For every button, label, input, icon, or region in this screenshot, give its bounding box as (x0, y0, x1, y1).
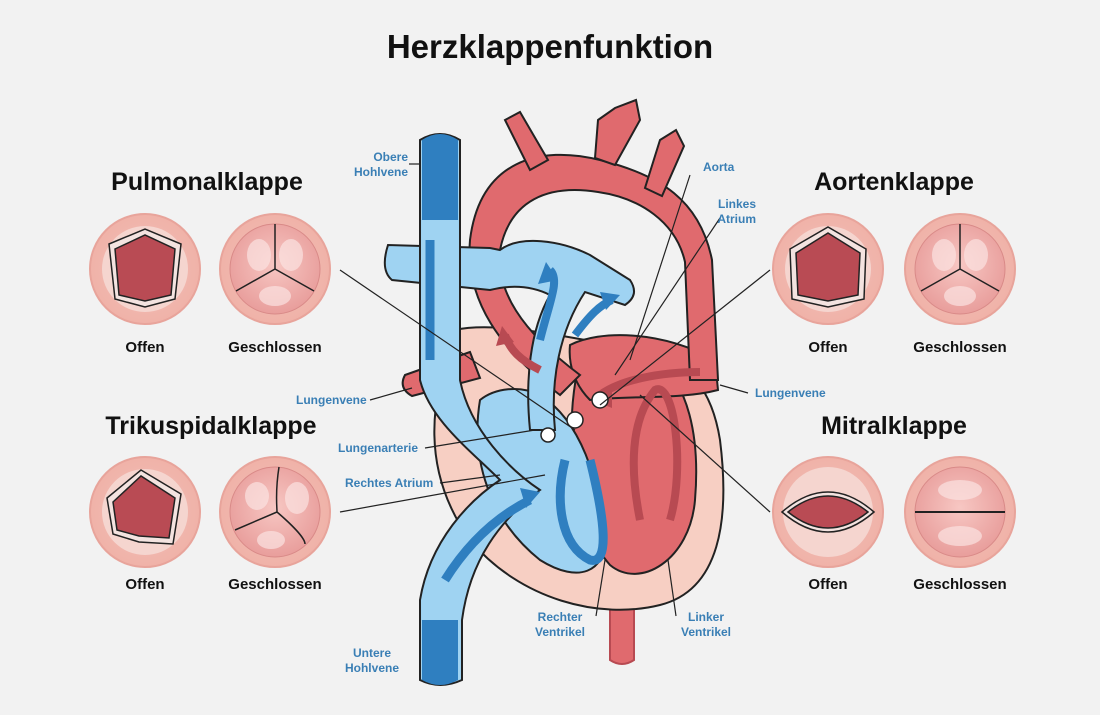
mitral-closed-valve (904, 456, 1016, 568)
label-obere-hohlvene: Obere Hohlvene (348, 150, 408, 180)
trikuspidal-closed-valve (219, 456, 331, 568)
aortenklappe-heading: Aortenklappe (814, 168, 974, 196)
heart-illustration (383, 98, 725, 686)
pulmonal-closed-caption: Geschlossen (228, 339, 322, 356)
label-linkes-atrium-line1: Linkes (717, 197, 756, 211)
trikuspidal-open-caption: Offen (125, 576, 165, 593)
mitral-open-caption: Offen (808, 576, 848, 593)
label-linker-ventrikel-line2: Ventrikel (680, 625, 732, 639)
label-linkes-atrium-line2: Atrium (717, 212, 756, 226)
mitralklappe-heading: Mitralklappe (821, 412, 967, 440)
leader-lines (339, 163, 771, 617)
label-linkes-atrium: Linkes Atrium (716, 197, 756, 227)
aorten-closed-caption: Geschlossen (913, 339, 1007, 356)
label-untere-hohlvene-line2: Hohlvene (344, 661, 399, 675)
label-obere-hohlvene-line1: Obere (373, 150, 408, 164)
pulmonalklappe-heading: Pulmonalklappe (111, 168, 303, 196)
label-rechter-ventrikel-line2: Ventrikel (534, 625, 586, 639)
trikuspidal-closed-caption: Geschlossen (228, 576, 322, 593)
mitral-closed-caption: Geschlossen (913, 576, 1007, 593)
page-title: Herzklappenfunktion (386, 28, 714, 65)
label-obere-hohlvene-line2: Hohlvene (353, 165, 408, 179)
pulmonal-open-valve (89, 213, 201, 325)
aorten-open-caption: Offen (808, 339, 848, 356)
mitral-open-valve (772, 456, 884, 568)
label-lungenvene-left: Lungenvene (296, 393, 367, 407)
label-linker-ventrikel: Linker Ventrikel (676, 610, 736, 640)
label-aorta: Aorta (703, 160, 735, 174)
pulmonal-open-caption: Offen (125, 339, 165, 356)
label-lungenarterie: Lungenarterie (338, 441, 419, 455)
label-rechtes-atrium: Rechtes Atrium (345, 476, 434, 490)
label-untere-hohlvene-line1: Untere (352, 646, 391, 660)
aorten-closed-valve (904, 213, 1016, 325)
trikuspidalklappe-heading: Trikuspidalklappe (105, 412, 317, 440)
label-lungenvene-right: Lungenvene (755, 386, 826, 400)
label-rechter-ventrikel-line1: Rechter (537, 610, 583, 624)
label-rechter-ventrikel: Rechter Ventrikel (530, 610, 590, 640)
pulmonal-closed-valve (219, 213, 331, 325)
trikuspidal-open-valve (89, 456, 201, 568)
label-linker-ventrikel-line1: Linker (687, 610, 724, 624)
aorten-open-valve (772, 213, 884, 325)
label-untere-hohlvene: Untere Hohlvene (342, 646, 402, 676)
